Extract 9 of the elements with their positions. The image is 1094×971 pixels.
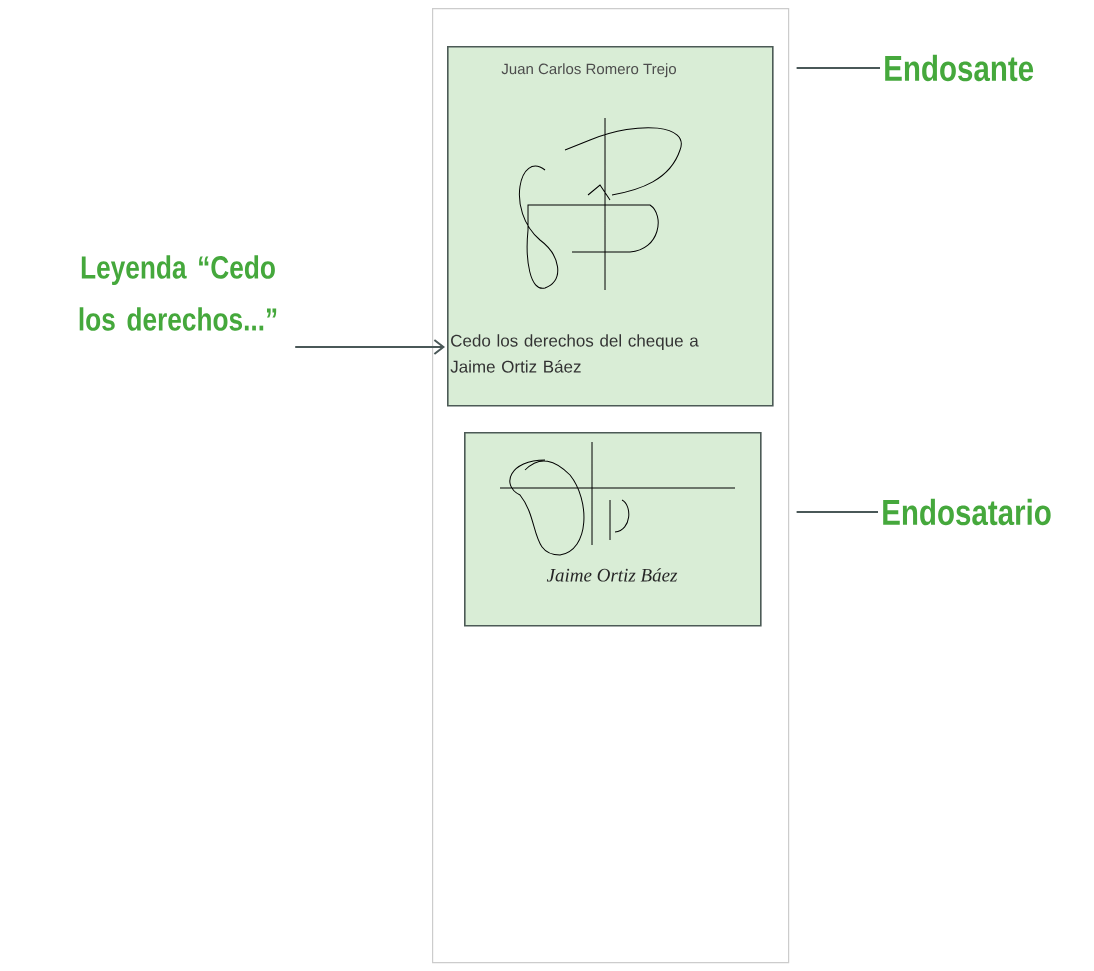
legend-text: Cedo los derechos del cheque a Jaime Ortiz Báez	[450, 334, 699, 373]
callout-label: Leyenda “Cedo los derechos...”	[79, 255, 277, 331]
arrow	[294, 339, 445, 355]
callout-label: Endosante	[885, 54, 1034, 82]
callout-label: Endosatario	[883, 498, 1051, 526]
name-text: Juan Carlos Romero Trejo	[501, 63, 677, 78]
name-text: Jaime Ortiz Báez	[546, 568, 678, 582]
leader-line	[795, 511, 879, 513]
leader-line	[795, 67, 881, 69]
